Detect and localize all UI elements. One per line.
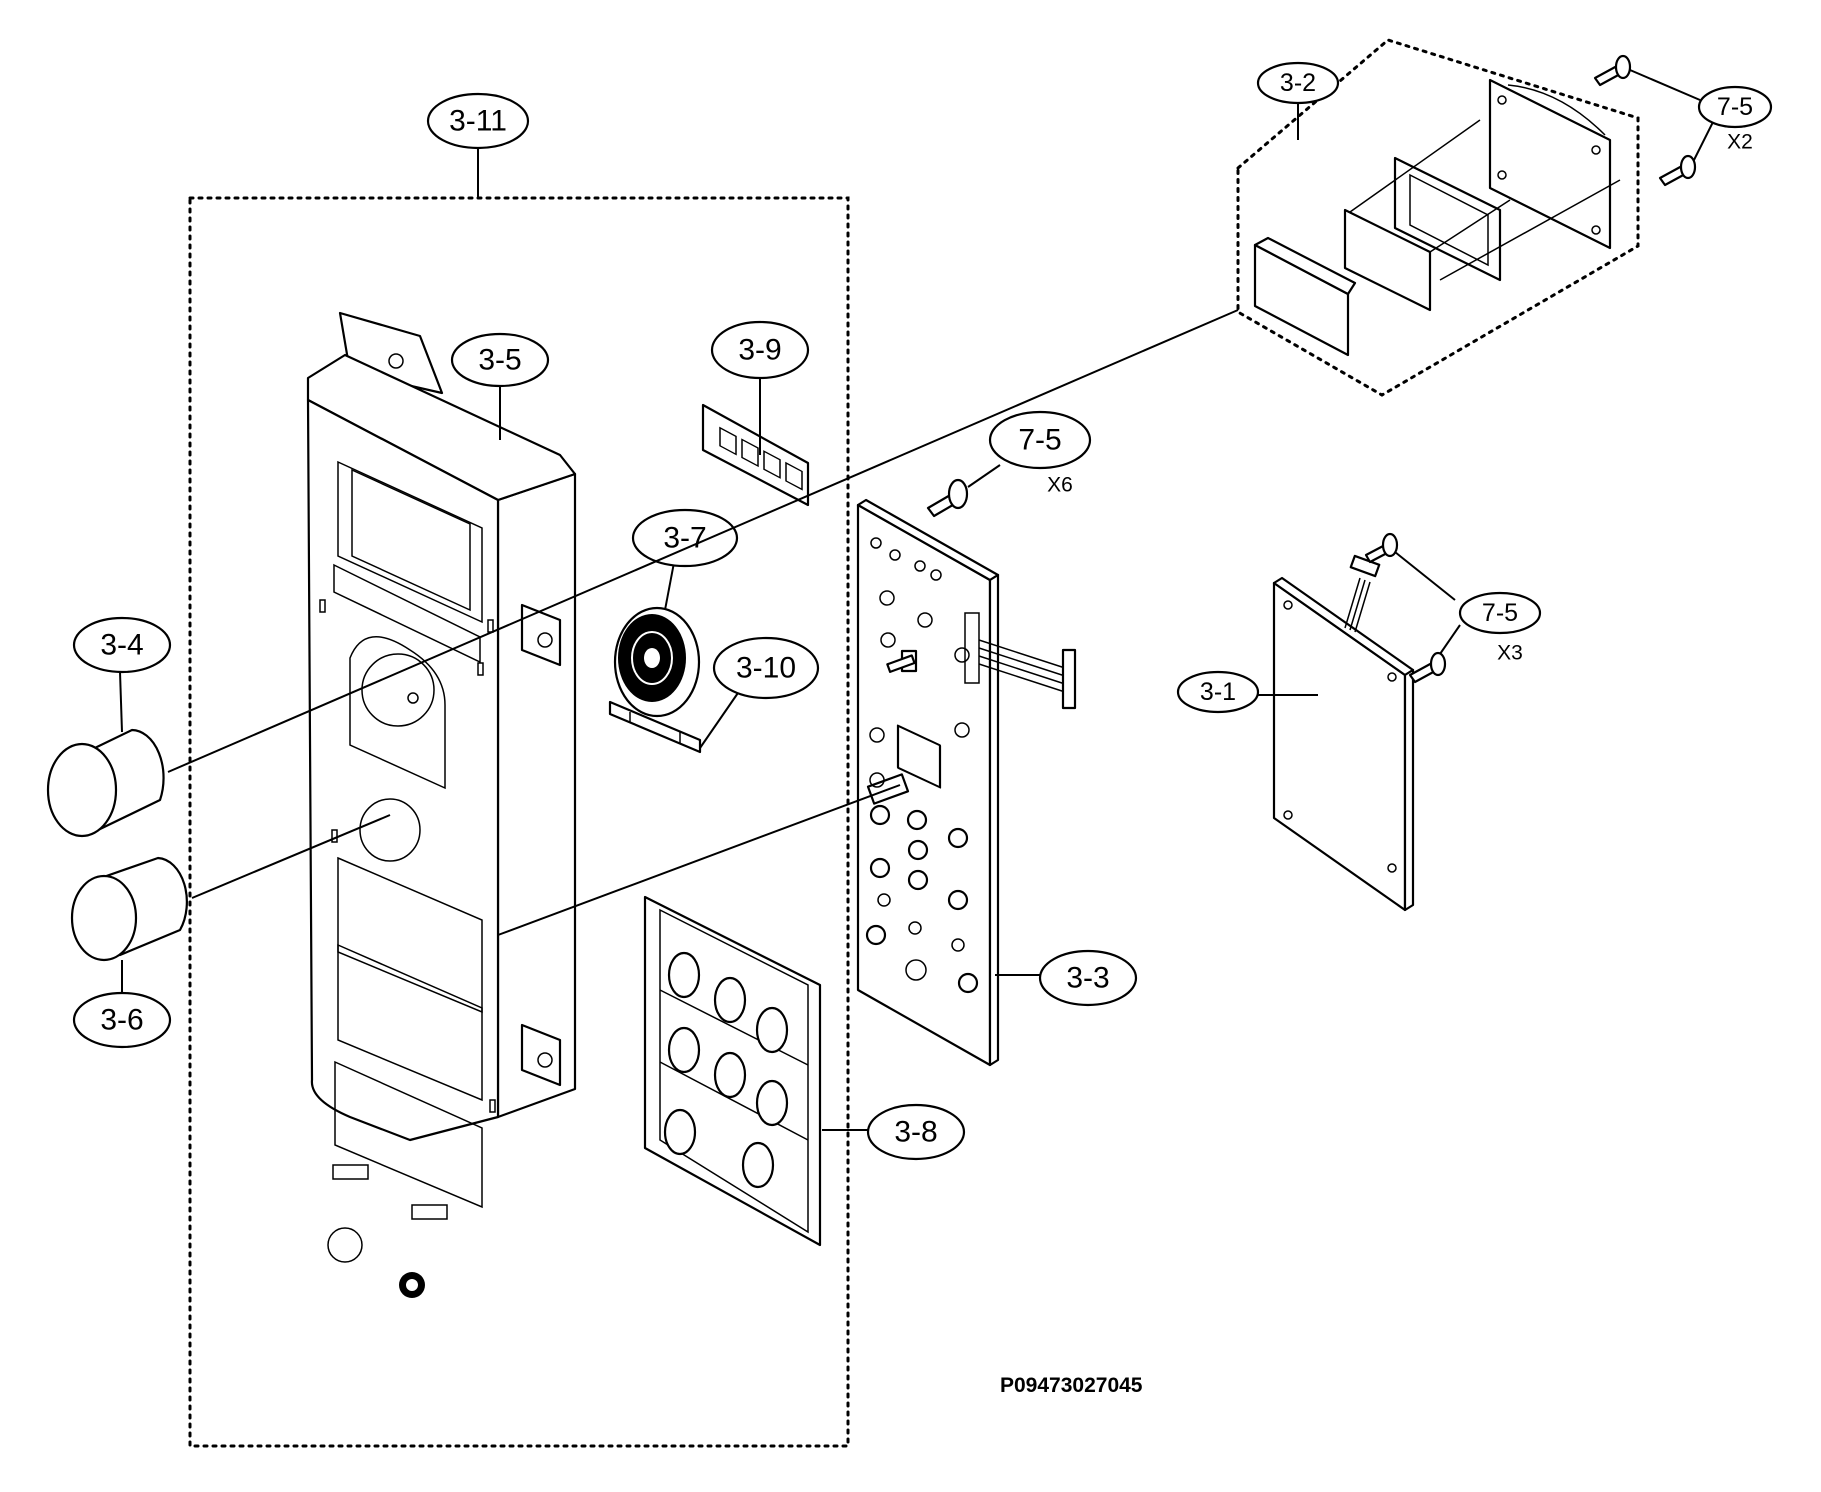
callout-3-7: 3-7 [631, 508, 739, 568]
callout-3-4: 3-4 [72, 616, 172, 674]
callout-7-5-right: 7-5 [1458, 591, 1542, 635]
callout-3-6-label: 3-6 [100, 1004, 143, 1037]
leader-7-5-right-b [1439, 624, 1461, 655]
callout-7-5-mid-label: 7-5 [1018, 424, 1061, 457]
callout-3-11-label: 3-11 [449, 105, 507, 138]
callout-3-2: 3-2 [1256, 61, 1340, 105]
front-panel-3-5 [306, 311, 577, 1298]
dial-disc-3-7 [613, 606, 701, 718]
callout-3-2-label: 3-2 [1280, 69, 1316, 97]
screw-7-5-mid [926, 478, 969, 518]
callout-3-3: 3-3 [1038, 949, 1138, 1007]
callout-3-3-label: 3-3 [1066, 962, 1109, 995]
screw-7-5-right-2 [1408, 651, 1447, 684]
callout-3-9-label: 3-9 [738, 334, 781, 367]
assembly-line-b [191, 814, 391, 899]
knob-3-6 [70, 856, 188, 962]
screw-7-5-top-1 [1593, 54, 1632, 87]
callout-3-11: 3-11 [426, 92, 530, 150]
callout-7-5-top: 7-5 [1697, 85, 1773, 129]
callout-3-1: 3-1 [1176, 670, 1260, 714]
callout-3-9: 3-9 [710, 320, 810, 380]
group-box-3-2 [1236, 38, 1640, 397]
board-3-1 [1272, 554, 1415, 912]
qty-x6: X6 [1047, 474, 1073, 497]
assembly-line-a [167, 309, 1239, 773]
callout-3-10-label: 3-10 [736, 652, 796, 685]
callout-3-6: 3-6 [72, 991, 172, 1049]
callout-3-1-label: 3-1 [1200, 678, 1236, 706]
callout-7-5-top-label: 7-5 [1717, 93, 1753, 121]
assembly-line-c [497, 784, 901, 936]
part-code: P09473027045 [1000, 1374, 1143, 1397]
qty-x3: X3 [1497, 642, 1523, 665]
leader-7-5-mid [967, 464, 1001, 488]
screw-7-5-right-1 [1364, 532, 1399, 564]
callout-3-5: 3-5 [450, 332, 550, 388]
control-board-3-3 [856, 498, 1077, 1067]
callout-3-5-label: 3-5 [478, 344, 521, 377]
leader-7-5-top-a [1629, 69, 1701, 101]
qty-x2: X2 [1727, 131, 1753, 154]
group-box-3-11 [188, 196, 850, 1448]
display-assembly-3-2 [1253, 78, 1621, 357]
button-sheet-3-8 [643, 895, 822, 1247]
clip-3-10 [608, 700, 702, 754]
callout-3-10: 3-10 [712, 636, 820, 700]
leader-3-10 [699, 689, 741, 749]
leader-7-5-top-b [1693, 117, 1716, 161]
callout-7-5-mid: 7-5 [988, 410, 1092, 470]
callout-7-5-right-label: 7-5 [1482, 599, 1518, 627]
screw-7-5-top-2 [1658, 154, 1697, 187]
callout-3-8: 3-8 [866, 1103, 966, 1161]
knob-3-4 [46, 728, 165, 838]
callout-3-4-label: 3-4 [100, 629, 143, 662]
leader-3-4 [119, 671, 123, 733]
callout-3-8-label: 3-8 [894, 1116, 937, 1149]
key-strip-3-9 [701, 403, 810, 507]
leader-7-5-right-a [1394, 551, 1456, 601]
